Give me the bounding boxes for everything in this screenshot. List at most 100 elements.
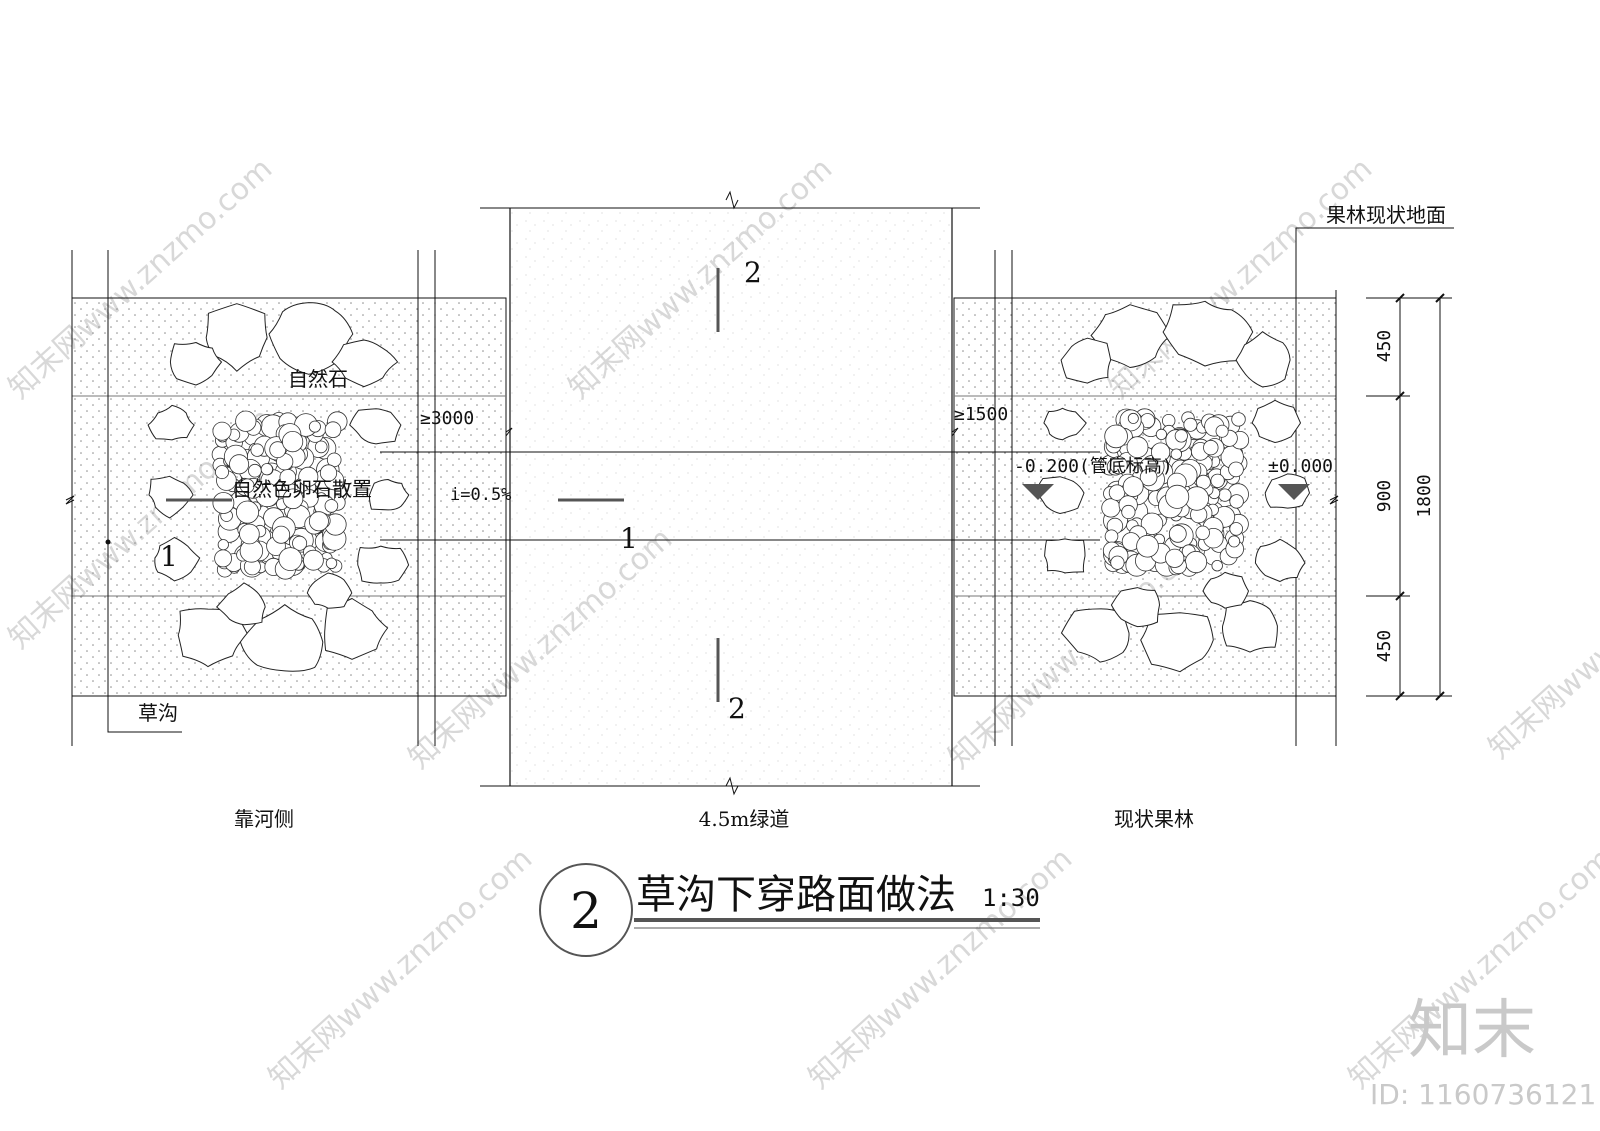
title-number: 2 <box>570 882 602 940</box>
natural-stone <box>1221 600 1278 653</box>
pebble <box>1229 494 1244 509</box>
natural-stone <box>1090 304 1172 369</box>
pebble <box>1183 417 1198 432</box>
pebble <box>1139 468 1158 487</box>
pebble <box>1231 412 1246 427</box>
natural-stone <box>1110 587 1161 628</box>
pebble <box>1110 555 1125 570</box>
pebble <box>212 492 235 514</box>
natural-stone <box>1140 612 1214 673</box>
pebble <box>214 549 233 568</box>
pebble <box>1104 424 1128 449</box>
brand-mark: 知末 ID: 1160736121 <box>1370 994 1596 1111</box>
pebble <box>1109 456 1128 475</box>
pebble <box>325 557 338 570</box>
pebble <box>1203 439 1219 456</box>
label-grass-ditch: 草沟 <box>138 701 178 725</box>
pebble <box>1218 488 1232 502</box>
pebble <box>1126 436 1149 459</box>
pebble <box>260 463 273 476</box>
title-scale: 1:30 <box>982 884 1040 912</box>
pebble <box>1140 512 1164 536</box>
dimension-chain: 450 900 450 1800 <box>1366 293 1452 701</box>
drawing-title: 2 草沟下穿路面做法 1:30 <box>539 863 1040 957</box>
watermark-text: 知末网www.znzmo.com <box>1482 511 1600 766</box>
pebble <box>269 441 287 459</box>
pebble <box>1195 525 1210 541</box>
natural-stone <box>1044 538 1086 574</box>
pebble <box>272 525 291 544</box>
section-markers: 2 2 1 1 <box>160 256 762 725</box>
pebble <box>239 523 260 545</box>
annotations: 自然石 自然色卵石散置 ≥3000 i=0.5% ≥1500 -0.200(管底… <box>105 203 1454 831</box>
section-mark-right: 1 <box>620 522 638 555</box>
dim-bottom: 450 <box>1374 630 1395 663</box>
label-orchard-ground: 果林现状地面 <box>1326 203 1446 227</box>
pebble <box>302 549 324 571</box>
natural-stone <box>169 341 223 386</box>
pebble <box>1184 550 1208 574</box>
pebble <box>1228 461 1244 478</box>
pebble <box>282 488 304 510</box>
natural-stone <box>1043 407 1087 441</box>
natural-stone <box>148 475 194 519</box>
dim-top: 450 <box>1374 330 1395 363</box>
pebble <box>1127 412 1139 424</box>
pebble <box>248 463 262 478</box>
pebble <box>239 478 255 494</box>
title-number-circle-icon <box>539 863 633 957</box>
natural-stone <box>205 303 268 372</box>
label-pipe-bottom: -0.200(管底标高) <box>1014 456 1173 477</box>
pebble <box>214 465 229 480</box>
pebble <box>1229 522 1243 536</box>
pebble <box>298 466 319 487</box>
pebble <box>229 454 250 475</box>
natural-stone <box>331 339 399 388</box>
pebble <box>1122 476 1144 498</box>
pebble <box>281 430 304 453</box>
pebble <box>278 547 303 571</box>
label-orchard: 现状果林 <box>1114 807 1194 831</box>
section-mark-bottom: 2 <box>728 692 746 725</box>
label-min-1500: ≥1500 <box>954 404 1008 425</box>
natural-stone <box>1162 300 1254 367</box>
level-marker-zero-icon <box>1278 484 1310 500</box>
natural-stone <box>324 597 389 660</box>
pebble <box>235 410 257 432</box>
title-text: 草沟下穿路面做法 <box>636 872 956 918</box>
label-river-side: 靠河侧 <box>234 807 294 831</box>
stone-cluster-right <box>1036 300 1311 673</box>
pebble <box>1211 560 1223 572</box>
stone-cluster-left <box>147 302 410 672</box>
greenway-road <box>65 190 1339 796</box>
natural-stone <box>1254 538 1306 583</box>
pebble <box>1104 529 1119 544</box>
pebble <box>1174 429 1188 443</box>
section-mark-left: 1 <box>160 540 178 573</box>
pebble <box>319 464 338 482</box>
pebble <box>1151 442 1171 462</box>
section-mark-top: 2 <box>744 256 762 289</box>
pebble <box>1210 473 1225 488</box>
pebble <box>1215 424 1229 438</box>
pebble <box>1121 504 1136 520</box>
label-natural-stone: 自然石 <box>288 367 348 391</box>
pebble <box>1170 448 1183 460</box>
pebble <box>314 440 328 454</box>
natural-stone <box>349 408 402 445</box>
natural-stone <box>1235 331 1291 388</box>
natural-stone <box>357 545 410 584</box>
pebble <box>308 420 321 433</box>
natural-stone <box>306 572 353 609</box>
watermark-text: 知末网www.znzmo.com <box>262 841 539 1096</box>
pebble <box>1165 548 1185 568</box>
pebble <box>1155 428 1168 440</box>
natural-stone <box>1202 571 1250 609</box>
brand-logo: 知末 <box>1408 994 1536 1068</box>
natural-stone <box>1060 337 1112 384</box>
pebble <box>324 499 339 513</box>
pebble <box>1168 524 1187 543</box>
pebble <box>1165 484 1190 509</box>
label-slope: i=0.5% <box>450 485 511 505</box>
